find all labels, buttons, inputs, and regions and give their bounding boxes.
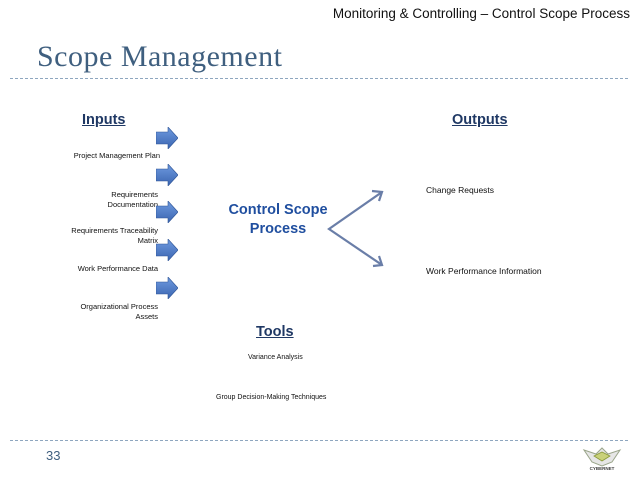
outputs-heading: Outputs xyxy=(452,112,508,128)
title-divider xyxy=(10,78,628,79)
branch-connector xyxy=(327,189,384,268)
input-arrow-icon xyxy=(156,239,178,261)
input-arrow-icon xyxy=(156,277,178,299)
tools-heading: Tools xyxy=(256,324,294,340)
tool-group-decision-making-techniques: Group Decision-Making Techniques xyxy=(216,394,327,401)
input-organizational-process-assets: Organizational Process Assets xyxy=(80,302,158,321)
output-change-requests: Change Requests xyxy=(426,185,495,195)
company-logo-icon xyxy=(582,447,622,467)
slide-title: Scope Management xyxy=(37,40,283,73)
input-arrow-icon xyxy=(156,201,178,223)
tool-variance-analysis: Variance Analysis xyxy=(248,354,303,361)
input-requirements-traceability-matrix: Requirements Traceability Matrix xyxy=(71,226,158,245)
slide-header: Monitoring & Controlling – Control Scope… xyxy=(332,6,630,21)
page-number: 33 xyxy=(46,448,61,463)
process-label: Control Scope Process xyxy=(228,202,328,237)
footer-divider xyxy=(10,440,628,441)
input-arrow-icon xyxy=(156,164,178,186)
input-arrow-icon xyxy=(156,127,178,149)
input-work-performance-data: Work Performance Data xyxy=(77,264,158,273)
input-project-management-plan: Project Management Plan xyxy=(73,151,160,160)
inputs-heading: Inputs xyxy=(82,112,126,128)
logo-label: CYBERNET xyxy=(589,466,615,471)
input-requirements-documentation: Requirements Documentation xyxy=(107,190,158,209)
output-work-performance-information: Work Performance Information xyxy=(426,266,542,276)
